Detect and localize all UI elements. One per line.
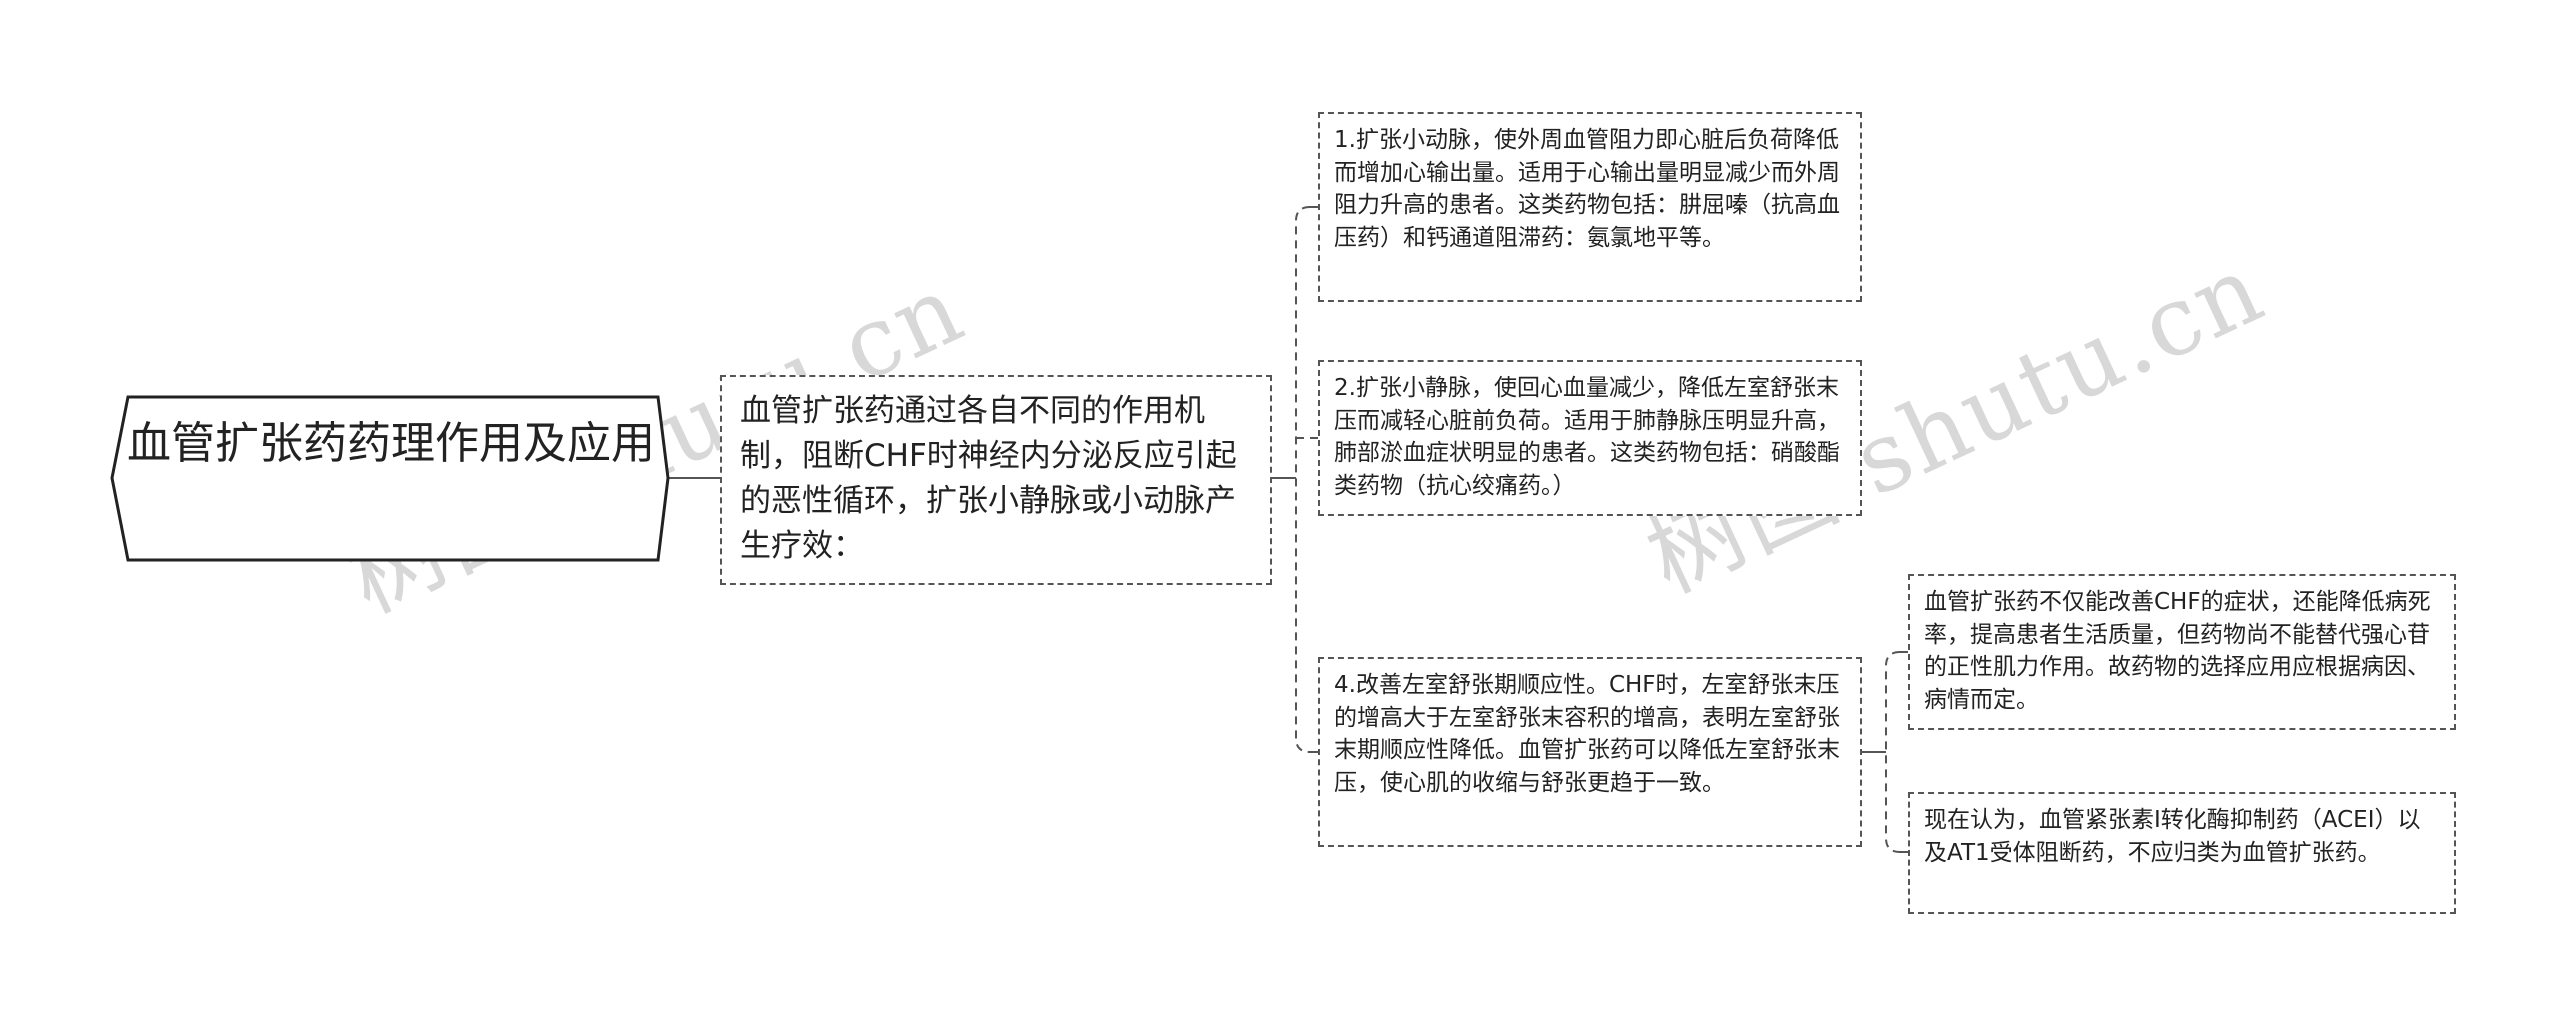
level2-node-1[interactable]: 1.扩张小动脉，使外周血管阻力即心脏后负荷降低而增加心输出量。适用于心输出量明显… [1318,112,1862,302]
level1-node[interactable]: 血管扩张药通过各自不同的作用机制，阻断CHF时神经内分泌反应引起的恶性循环，扩张… [720,375,1272,585]
level2-node-3[interactable]: 4.改善左室舒张期顺应性。CHF时，左室舒张末压的增高大于左室舒张末容积的增高，… [1318,657,1862,847]
connector-level3-bracket [1885,651,1901,853]
level3-node-text: 血管扩张药不仅能改善CHF的症状，还能降低病死率，提高患者生活质量，但药物尚不能… [1924,589,2431,713]
root-node[interactable]: 血管扩张药药理作用及应用 [127,418,655,469]
level1-node-text: 血管扩张药通过各自不同的作用机制，阻断CHF时神经内分泌反应引起的恶性循环，扩张… [740,393,1237,564]
level3-node-1[interactable]: 血管扩张药不仅能改善CHF的症状，还能降低病死率，提高患者生活质量，但药物尚不能… [1908,574,2456,730]
level2-node-text: 1.扩张小动脉，使外周血管阻力即心脏后负荷降低而增加心输出量。适用于心输出量明显… [1334,127,1840,251]
level2-node-text: 2.扩张小静脉，使回心血量减少，降低左室舒张末压而减轻心脏前负荷。适用于肺静脉压… [1334,375,1840,499]
level2-node-2[interactable]: 2.扩张小静脉，使回心血量减少，降低左室舒张末压而减轻心脏前负荷。适用于肺静脉压… [1318,360,1862,516]
level3-node-2[interactable]: 现在认为，血管紧张素Ⅰ转化酶抑制药（ACEI）以及AT1受体阻断药，不应归类为血… [1908,792,2456,914]
root-node-shape [110,395,670,562]
connector-level2-bracket [1295,206,1311,753]
level2-node-text: 4.改善左室舒张期顺应性。CHF时，左室舒张末压的增高大于左室舒张末容积的增高，… [1334,672,1840,796]
level3-node-text: 现在认为，血管紧张素Ⅰ转化酶抑制药（ACEI）以及AT1受体阻断药，不应归类为血… [1924,807,2421,866]
